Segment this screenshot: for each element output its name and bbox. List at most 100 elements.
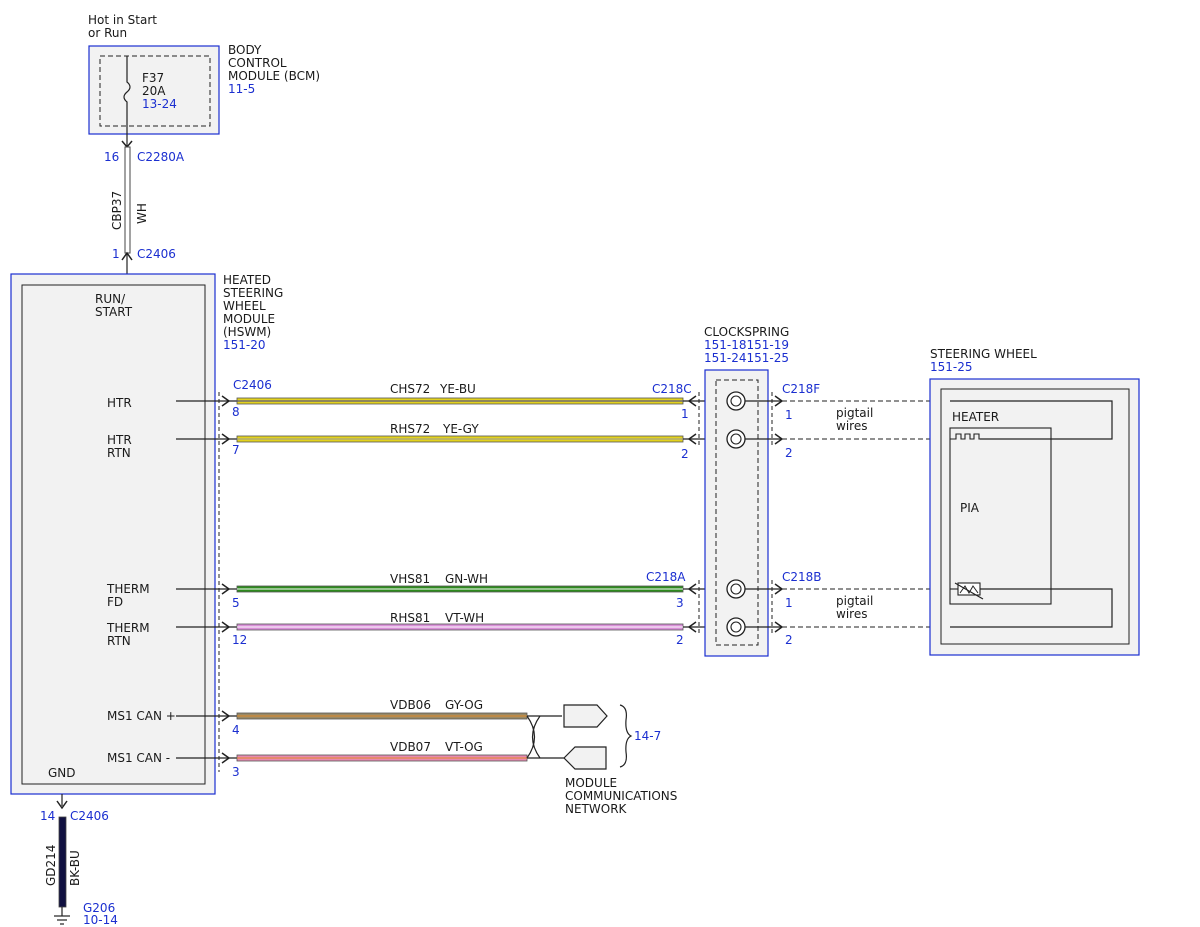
wire-vhs81-color: GN-WH (445, 572, 488, 586)
power-label-2: or Run (88, 26, 127, 40)
c218b-pin-2: 2 (785, 633, 793, 647)
pin-label-therm-fd-1: THERM (106, 582, 150, 596)
network-label-2: COMMUNICATIONS (565, 789, 677, 803)
wire-chs72-pin-left: 8 (232, 405, 240, 419)
wire-rhs72-circuit: RHS72 (390, 422, 430, 436)
hswm-module: HEATED STEERING WHEEL MODULE (HSWM) 151-… (10, 273, 283, 795)
c218f-id: C218F (782, 382, 820, 396)
pigtail-label-2a: pigtail (836, 594, 873, 608)
wire-vhs81-pin-left: 5 (232, 596, 240, 610)
wire-vdb06-pin-left: 4 (232, 723, 240, 737)
pin-label-run-start-2: START (95, 305, 133, 319)
wire-chs72-circuit: CHS72 (390, 382, 430, 396)
coil-icon (726, 579, 746, 599)
fuse-rating: 20A (142, 84, 166, 98)
connector-arrow-icon (221, 395, 231, 407)
network-label-1: MODULE (565, 776, 617, 790)
coil-icon (726, 617, 746, 637)
bcm-box (88, 45, 220, 135)
c218a-id: C218A (646, 570, 686, 584)
pigtail-label-1b: wires (836, 419, 867, 433)
coil-icon (726, 391, 746, 411)
c2280a-pin: 16 (104, 150, 119, 164)
pin-label-ms1-can-plus: MS1 CAN + (107, 709, 176, 723)
bcm-inner-dashed-box (99, 55, 211, 127)
wire-vdb06: VDB06 GY-OG 4 (232, 698, 528, 737)
c2406-top-pin: 1 (112, 247, 120, 261)
wire-cbp37-circuit: CBP37 (110, 191, 124, 230)
wire-vdb07-pin-left: 3 (232, 765, 240, 779)
connector-arrow-icon (221, 710, 231, 722)
pin-label-ms1-can-minus: MS1 CAN - (107, 751, 170, 765)
wire-vdb07-color: VT-OG (445, 740, 483, 754)
pin-label-gnd: GND (48, 766, 76, 780)
wire-rhs72-pin-right: 2 (681, 447, 689, 461)
fuse-ref: 13-24 (142, 97, 177, 111)
bcm-name-3: MODULE (BCM) (228, 69, 320, 83)
wire-rhs72: RHS72 YE-GY 7 2 (232, 422, 689, 461)
wire-gd214-color: BK-BU (68, 850, 82, 886)
network-connector-out-icon (563, 704, 608, 728)
steering-wheel-ref: 151-25 (930, 360, 973, 374)
hswm-inner-box (21, 284, 206, 785)
c2280a-connector: 16 C2280A (104, 140, 185, 164)
network-ref: 14-7 (634, 729, 661, 743)
pin-label-therm-rtn-1: THERM (106, 621, 150, 635)
hswm-name-5: (HSWM) (223, 325, 271, 339)
c218b-pin-1: 1 (785, 596, 793, 610)
pin-label-therm-fd-2: FD (107, 595, 123, 609)
g206-id: G206 (83, 901, 115, 915)
hswm-ref: 151-20 (223, 338, 266, 352)
wire-vhs81-circuit: VHS81 (390, 572, 430, 586)
brace-icon (619, 704, 633, 768)
clockspring-name: CLOCKSPRING (704, 325, 789, 339)
hswm-name-2: STEERING (223, 286, 283, 300)
c2406-bottom-pin: 14 (40, 809, 55, 823)
wire-vdb06-color: GY-OG (445, 698, 483, 712)
c218c-c218a-connectors: C218C C218A (646, 382, 722, 636)
wire-rhs72-color: YE-GY (442, 422, 479, 436)
c2280a-id: C2280A (137, 150, 185, 164)
clockspring-ref-2: 151-24151-25 (704, 351, 789, 365)
steering-wheel-name: STEERING WHEEL (930, 347, 1037, 361)
hswm-name-3: WHEEL (223, 299, 266, 313)
connector-arrow-icon (221, 433, 231, 445)
pin-label-run-start-1: RUN/ (95, 292, 126, 306)
g206-ref: 10-14 (83, 913, 118, 927)
fuse-id: F37 (142, 71, 164, 85)
c218c-id: C218C (652, 382, 692, 396)
pigtail-wires-lower: pigtail wires (782, 588, 950, 628)
wire-vhs81-pin-right: 3 (676, 596, 684, 610)
wire-chs72: CHS72 YE-BU 8 1 (232, 382, 689, 421)
wire-gd214-body (58, 816, 67, 908)
clockspring-box (704, 369, 769, 657)
hswm-name-4: MODULE (223, 312, 275, 326)
wire-vhs81: VHS81 GN-WH 5 3 (232, 572, 684, 610)
clockspring-ref-1: 151-18151-19 (704, 338, 789, 352)
steering-wheel: STEERING WHEEL 151-25 HEATER PIA (929, 347, 1140, 656)
fuse-icon (123, 56, 131, 146)
thermistor-icon (950, 582, 984, 600)
bcm-ref: 11-5 (228, 82, 255, 96)
heater-label: HEATER (952, 410, 999, 424)
pin-label-htr-rtn-1: HTR (107, 433, 132, 447)
wire-rhs81-pin-right: 2 (676, 633, 684, 647)
twisted-pair-icon (526, 715, 564, 759)
pia-label: PIA (960, 501, 980, 515)
pigtail-wires-upper: pigtail wires (782, 400, 950, 440)
wire-cbp37: CBP37 WH (110, 146, 149, 254)
wire-cbp37-color: WH (135, 203, 149, 224)
wire-gd214-circuit: GD214 (44, 845, 58, 886)
coil-icon (726, 429, 746, 449)
connector-arrow-icon (221, 621, 231, 633)
c2406-bottom-id: C2406 (70, 809, 109, 823)
network-label-3: NETWORK (565, 802, 628, 816)
clockspring: CLOCKSPRING 151-18151-19 151-24151-25 (704, 325, 789, 657)
c218b-id: C218B (782, 570, 822, 584)
pin-label-therm-rtn-2: RTN (107, 634, 131, 648)
wire-rhs81-pin-left: 12 (232, 633, 247, 647)
ground-circuit: 14 C2406 GD214 BK-BU G206 10-14 (40, 794, 118, 927)
pin-label-htr: HTR (107, 396, 132, 410)
c2406-top-connector: 1 C2406 (112, 247, 176, 285)
wire-rhs72-pin-left: 7 (232, 443, 240, 457)
